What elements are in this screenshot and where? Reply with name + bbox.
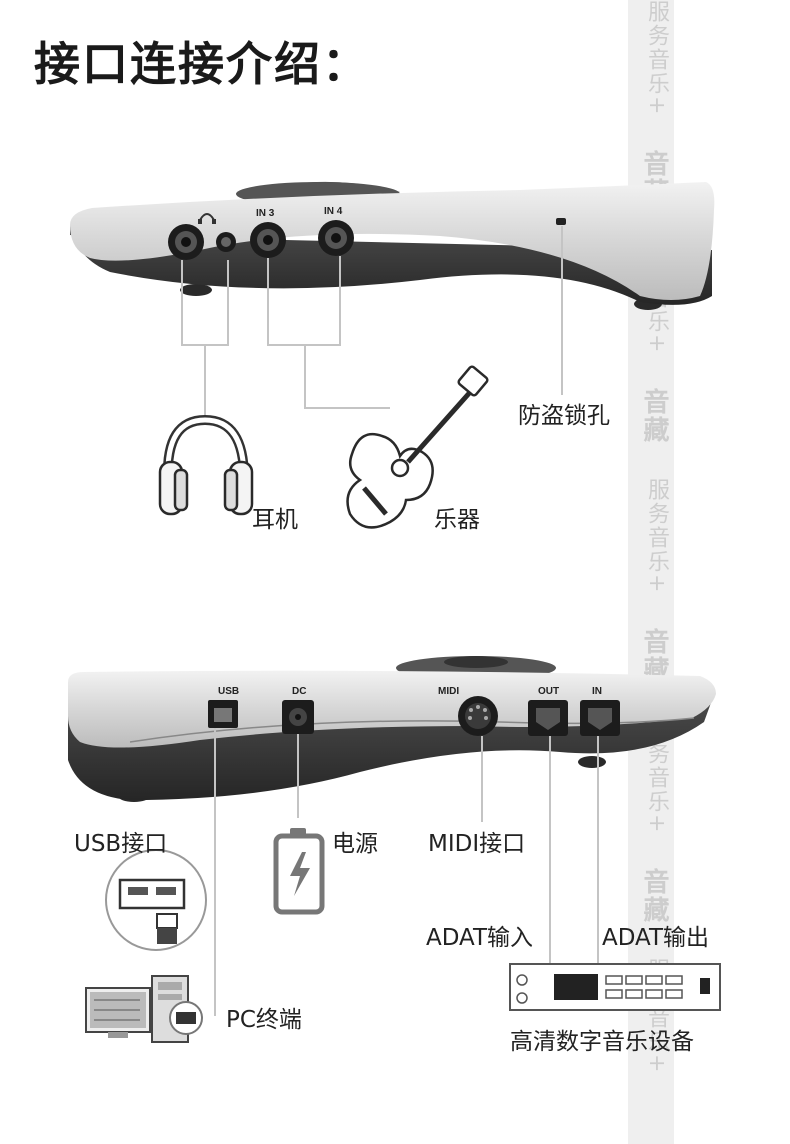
label-power: 电源 [332,831,378,857]
security-lock-slot[interactable] [556,218,566,225]
label-midi-port: MIDI接口 [428,831,526,857]
adat-in-port[interactable] [580,700,620,736]
front-mini-jack[interactable] [216,232,236,252]
label-adat-in: ADAT输入 [426,925,534,951]
digital-audio-device-icon [509,963,721,1011]
headphones-icon [158,414,254,516]
port-label-in4: IN 4 [324,206,343,217]
port-label-usb: USB [218,686,239,697]
watermark-brand: 音藏 [639,388,669,444]
headphone-icon [198,213,216,224]
watermark-brand: 音藏 [639,628,669,684]
midi-port[interactable] [458,696,498,736]
port-label-out: OUT [538,686,559,697]
guitar-icon [346,365,489,529]
port-label-in: IN [592,686,602,697]
watermark-service: 服务音乐+ [644,0,669,117]
pc-computer-icon [85,975,203,1043]
usb-b-port[interactable] [208,700,238,728]
label-instrument: 乐器 [434,507,480,533]
usb-receptacle-icon [105,849,207,951]
page-title: 接口连接介绍： [34,37,370,91]
front-panel: IN 3 IN 4 [70,181,715,310]
back-panel: USB DC MIDI OUT IN [68,656,716,802]
label-hd-digital-device: 高清数字音乐设备 [510,1029,694,1055]
front-headphone-jack[interactable] [168,224,204,260]
back-connector-lines [214,728,599,1016]
front-connector-lines [181,226,563,420]
label-headphones: 耳机 [252,507,298,533]
label-pc-terminal: PC终端 [226,1007,302,1033]
battery-icon [273,828,325,915]
label-usb-port: USB接口 [74,831,168,857]
label-adat-out: ADAT输出 [602,925,710,951]
front-in3-jack[interactable] [250,222,286,258]
port-label-midi: MIDI [438,686,459,697]
watermark-service: 服务音乐+ [644,478,669,595]
adat-out-port[interactable] [528,700,568,736]
dc-power-jack[interactable] [282,700,314,734]
front-in4-jack[interactable] [318,220,354,256]
port-label-in3: IN 3 [256,208,275,219]
port-label-dc: DC [292,686,306,697]
label-security-lock: 防盗锁孔 [518,403,610,429]
watermark-brand: 音藏 [639,868,669,924]
